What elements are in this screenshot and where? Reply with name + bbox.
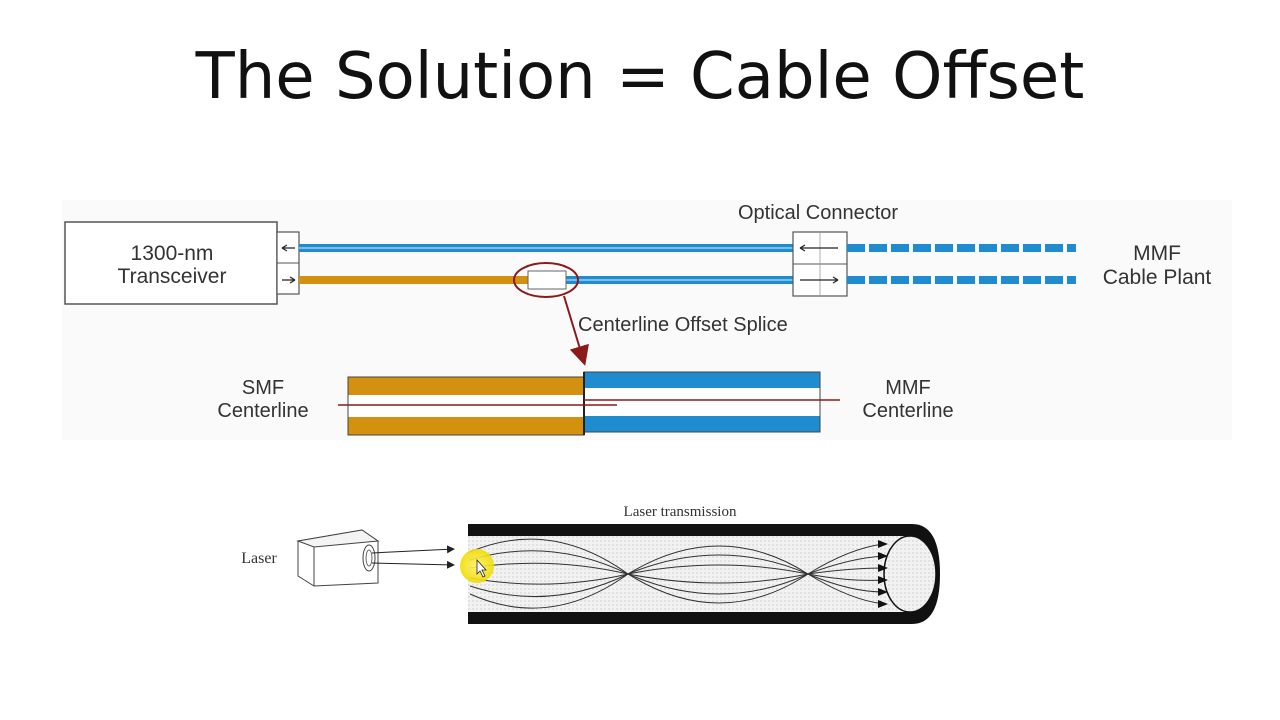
mmf-label-line1: MMF	[1133, 242, 1181, 265]
laser-beam-upper	[371, 545, 455, 554]
mmf-centerline-label-line2: Centerline	[862, 400, 953, 422]
mouse-pointer-icon	[476, 558, 487, 578]
transceiver-label-line1: 1300-nm	[131, 242, 214, 265]
mmf-centerline-label-line1: MMF	[885, 377, 931, 399]
smf-centerline-label-line2: Centerline	[217, 400, 308, 422]
splice-pointer-arrow	[563, 295, 589, 366]
optical-connector-label: Optical Connector	[738, 202, 898, 224]
laser-beam-lower	[371, 560, 455, 569]
splice-marker	[513, 262, 579, 298]
laser-label: Laser	[241, 550, 277, 567]
optical-connector	[792, 231, 848, 297]
smf-centerline-label-line1: SMF	[242, 377, 284, 399]
multimode-fiber	[468, 524, 940, 624]
slide-title: The Solution = Cable Offset	[195, 40, 1085, 114]
transceiver-label-line2: Transceiver	[118, 265, 227, 288]
laser-transmission-caption: Laser transmission	[624, 504, 737, 520]
laser-device	[296, 529, 380, 587]
transceiver-box	[64, 221, 300, 305]
splice-label: Centerline Offset Splice	[578, 314, 788, 336]
mmf-label-line2: Cable Plant	[1103, 266, 1212, 289]
splice-closeup	[338, 371, 840, 436]
